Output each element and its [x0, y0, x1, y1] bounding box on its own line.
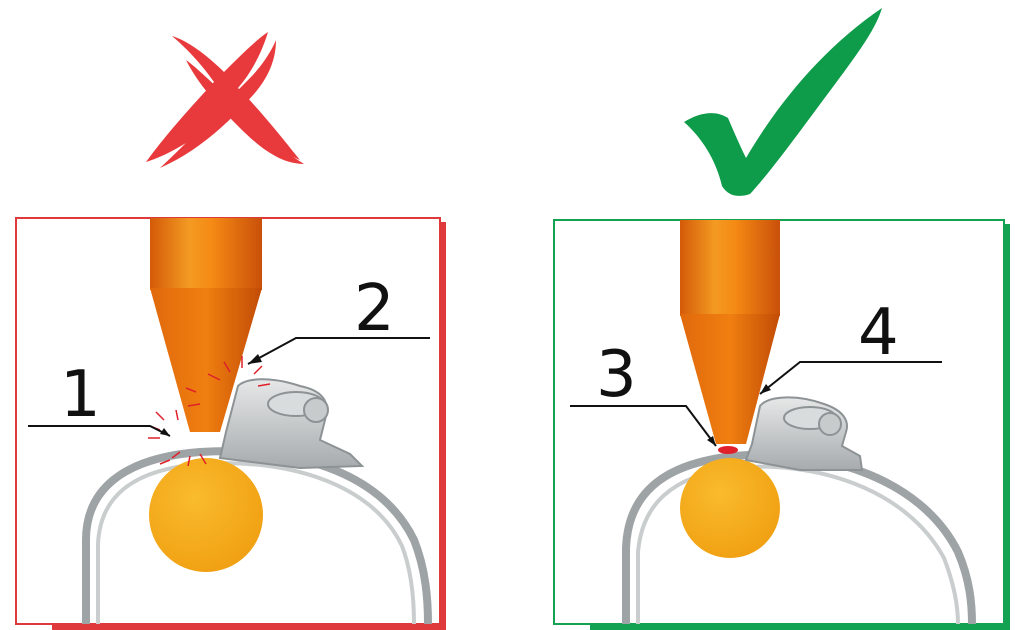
- bond-pad: [680, 458, 780, 558]
- panel-frame-shadow-correct: [1004, 224, 1010, 626]
- callout-label-1: 1: [60, 358, 101, 432]
- check-mark-icon: [684, 8, 882, 196]
- panel-correct: 3 4: [553, 8, 1010, 630]
- callout-leader-3: [570, 405, 717, 447]
- panel-frame-shadow-incorrect: [440, 222, 446, 626]
- contact-point: [718, 446, 738, 454]
- wire-loop: [622, 450, 976, 625]
- callout-label-2: 2: [354, 272, 395, 346]
- bond-pad: [149, 458, 263, 572]
- weld-tip-cone: [680, 314, 780, 444]
- weld-tip-shank: [680, 220, 780, 316]
- panel-incorrect: 1 2: [15, 32, 446, 630]
- callout-label-3: 3: [596, 338, 637, 412]
- callout-label-4: 4: [858, 296, 899, 370]
- weld-tip-shank: [150, 218, 262, 290]
- callout-leader-4: [759, 361, 942, 395]
- callout-leader-2: [247, 337, 430, 365]
- weld-tip-cone: [150, 288, 262, 432]
- metal-bracket: [218, 378, 365, 470]
